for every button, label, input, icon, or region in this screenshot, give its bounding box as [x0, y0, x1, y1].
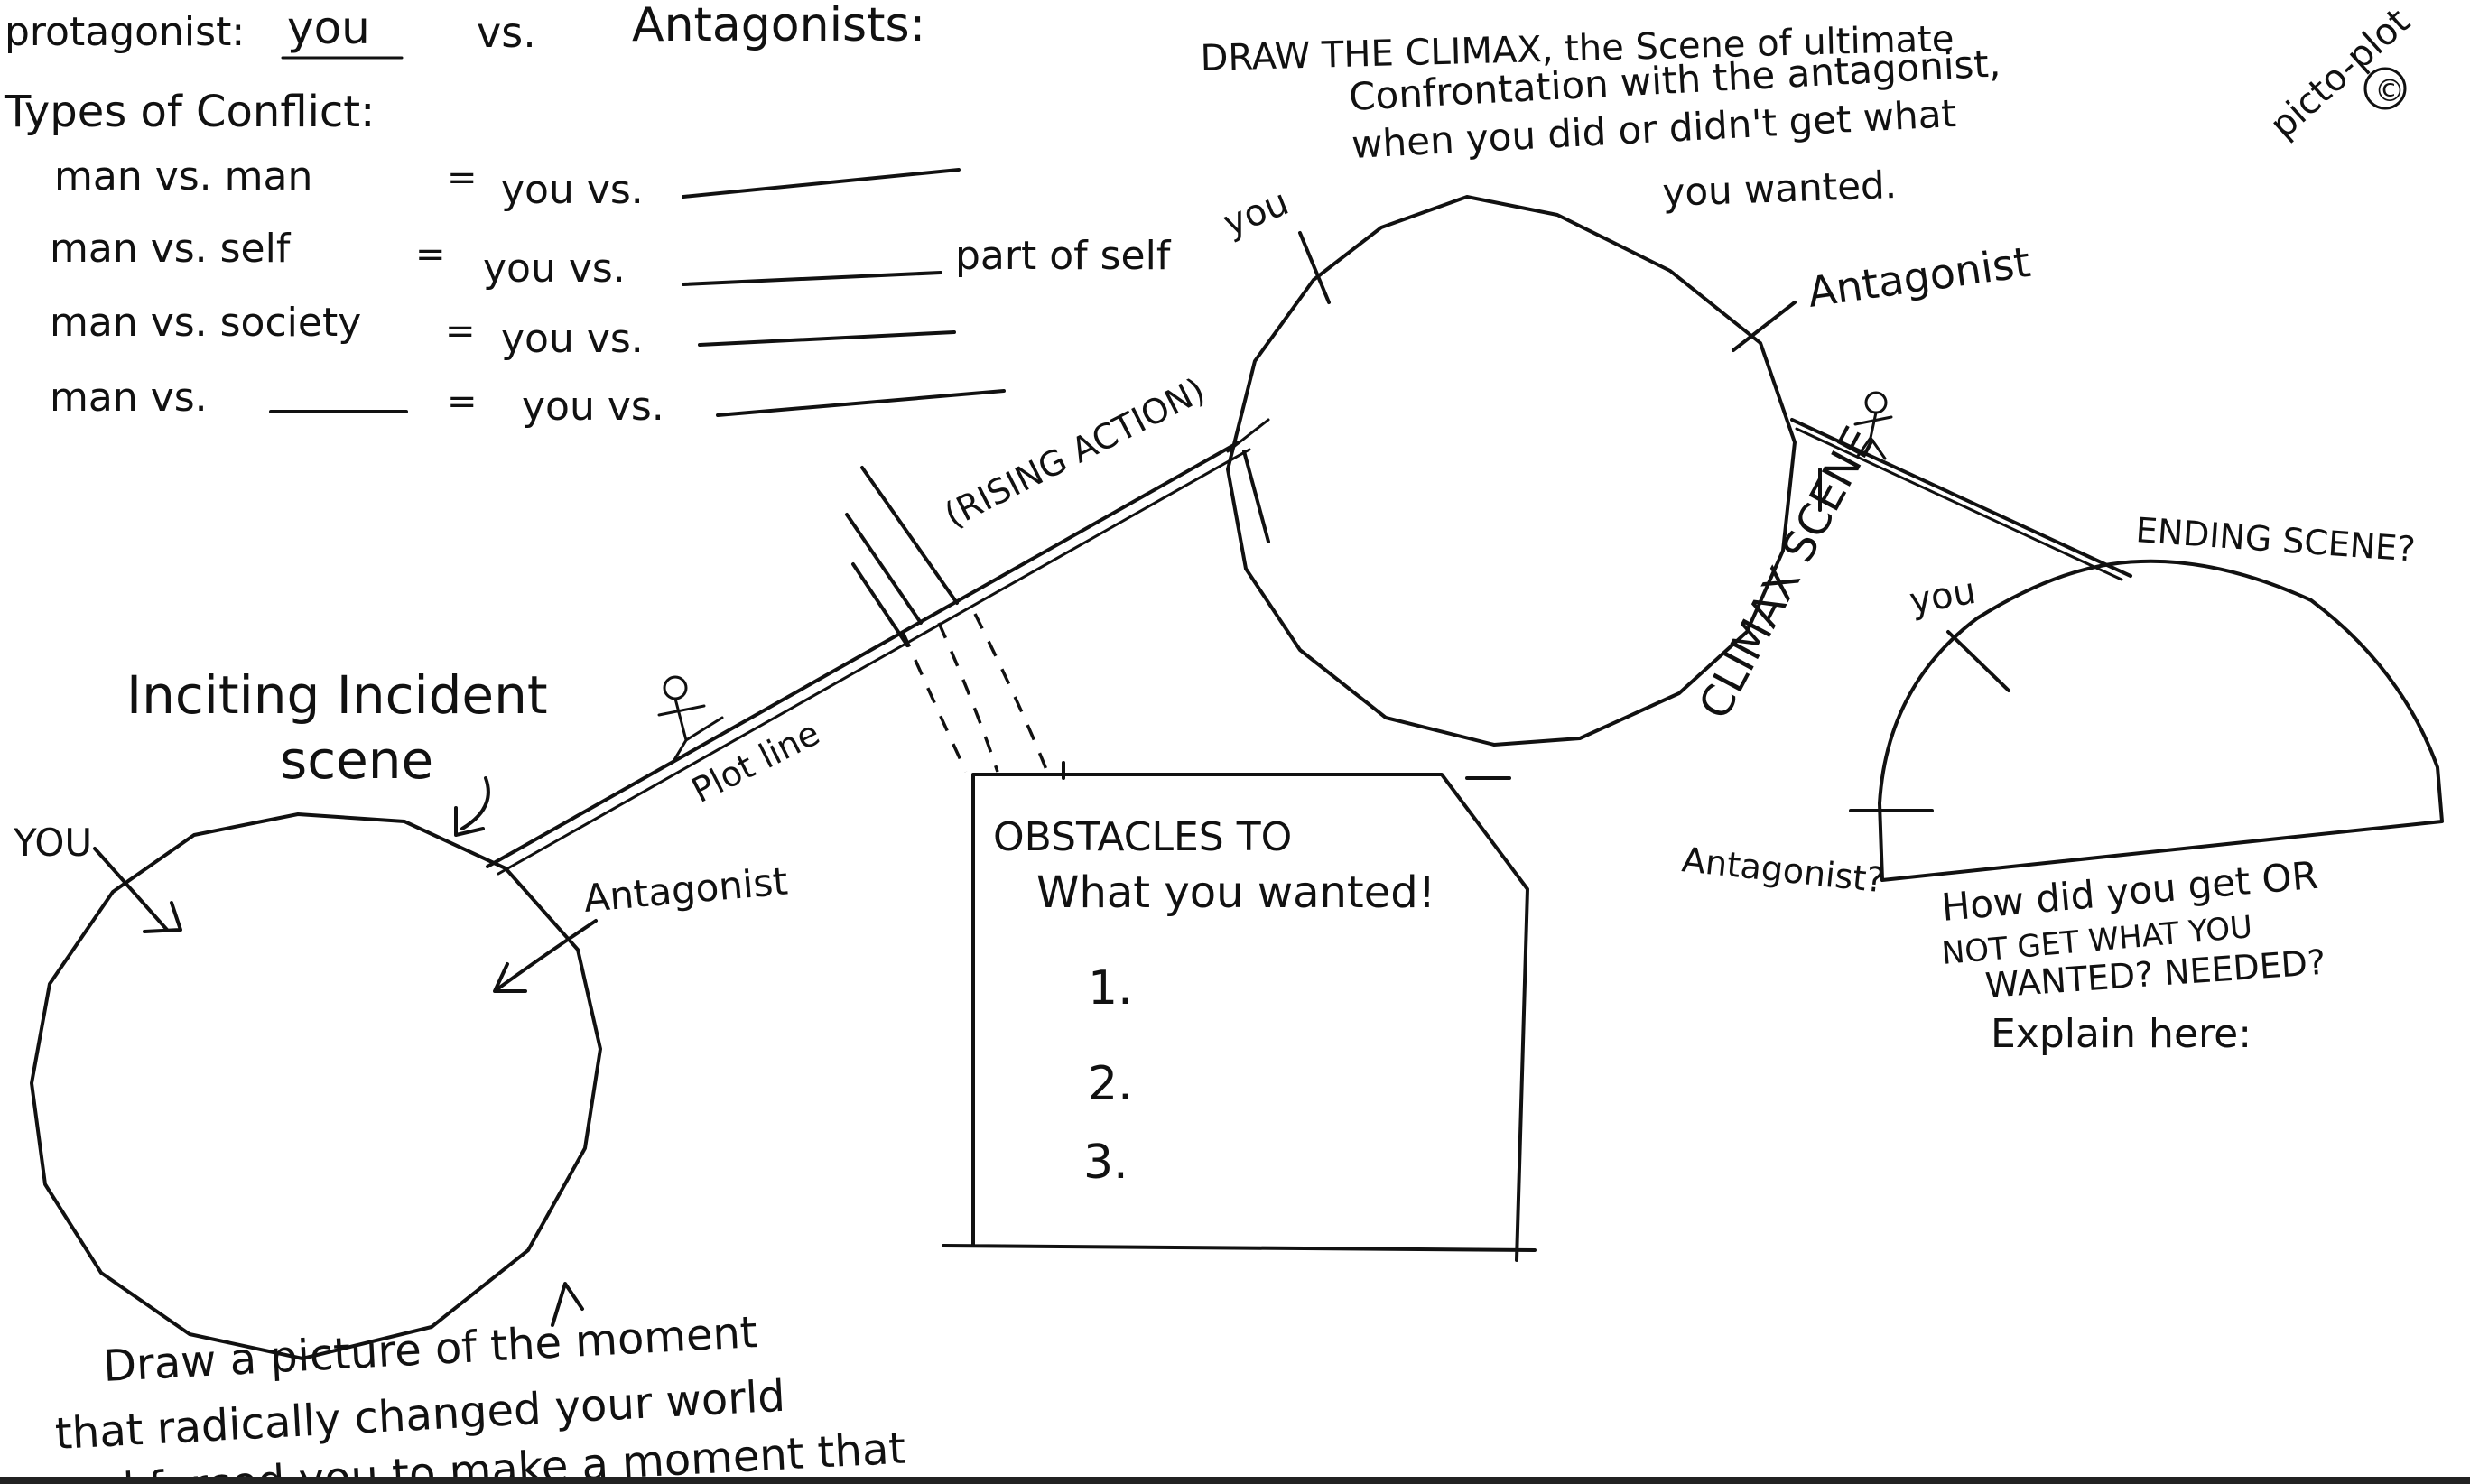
plot-line-shadow: [497, 448, 1251, 876]
conflict-row-3-blank: [698, 330, 956, 347]
ending-antagonist-label: Antagonist?: [1680, 839, 1887, 900]
inciting-incident-circle: [30, 812, 602, 1360]
inciting-arrow-line: [460, 776, 490, 830]
conflict-row-2-note: part of self: [955, 233, 1172, 279]
climax-you-tick: [1298, 231, 1331, 304]
conflict-title: Types of Conflict:: [4, 87, 375, 137]
obstacles-title-line-1: OBSTACLES TO: [993, 814, 1292, 860]
bottom-up-arrow: [551, 1282, 584, 1327]
obstacle-item-1: 1.: [1088, 961, 1133, 1016]
conflict-row-1-blank: [682, 168, 961, 199]
conflict-row-3-eq: =: [445, 311, 476, 352]
climax-antagonist-label: Antagonist: [1805, 237, 2033, 317]
climax-prompt-line-4: you wanted.: [1662, 162, 1898, 215]
header-vs: vs.: [477, 8, 536, 57]
protagonist-value: you: [287, 2, 370, 54]
conflict-row-2-eq: =: [415, 234, 446, 275]
conflict-row-2-left: man vs. self: [50, 226, 292, 272]
obstacle-item-3: 3.: [1083, 1136, 1128, 1190]
antagonist-arrow-line: [497, 919, 598, 990]
protagonist-label: protagonist:: [5, 9, 245, 55]
obstacle-tick-1: [860, 466, 959, 605]
scan-bottom-edge: [0, 1477, 2470, 1484]
antagonists-label: Antagonists:: [632, 0, 925, 52]
climax-scene-circle: [1226, 195, 1797, 747]
antagonist-arrowhead: [493, 962, 527, 993]
conflict-row-2-right: you vs.: [483, 246, 626, 292]
ending-you-label: you: [1907, 570, 1979, 623]
stick-figure-icon: [657, 675, 724, 765]
conflict-row-4-blank: [716, 389, 1006, 417]
conflict-row-3-left: man vs. society: [50, 300, 361, 346]
you-arrow-line: [93, 847, 169, 932]
conflict-row-2-blank: [682, 271, 942, 286]
falling-action-line: [1790, 418, 2132, 578]
ending-scene-label: ENDING SCENE?: [2134, 510, 2416, 570]
obstacles-title-line-2: What you wanted!: [1036, 867, 1435, 918]
inciting-you-label: YOU: [13, 821, 92, 865]
plot-line: [486, 441, 1240, 868]
inciting-arrowhead: [454, 806, 485, 837]
inciting-antagonist-label: Antagonist: [582, 858, 790, 921]
conflict-row-4-eq: =: [447, 381, 478, 422]
you-arrowhead: [143, 901, 182, 933]
obstacle-connector-1: [901, 631, 968, 773]
copyright-circle: [2363, 67, 2407, 110]
climax-scene-label-vertical: CLIMAX SCENE: [1689, 419, 1885, 728]
conflict-row-1-eq: =: [447, 157, 478, 199]
conflict-row-1-left: man vs. man: [54, 153, 312, 199]
copyright-mark: ©: [2374, 73, 2405, 109]
conflict-row-1-right: you vs.: [501, 167, 644, 213]
falling-action-shadow: [1795, 427, 2123, 581]
obstacle-tick-3: [851, 562, 909, 647]
conflict-row-4-right: you vs.: [522, 384, 664, 430]
obstacle-item-2: 2.: [1088, 1057, 1133, 1111]
conflict-row-4-left: man vs.: [50, 375, 208, 421]
obstacles-box: [942, 773, 1537, 1262]
obstacle-tick-2: [845, 513, 923, 625]
inciting-title-line-1: Inciting Incident: [126, 664, 548, 726]
inciting-title-line-2: scene: [280, 729, 433, 791]
climax-circle-tick: [1242, 450, 1270, 543]
ending-scene-half-circle: [1878, 559, 2444, 882]
ending-question-line-1: How did you get OR: [1940, 853, 2320, 930]
obstacle-connector-3: [973, 613, 1049, 773]
ending-you-tick: [1946, 630, 2010, 692]
conflict-row-3-right: you vs.: [501, 316, 644, 362]
climax-antagonist-tick: [1732, 301, 1797, 352]
ending-question-line-4: Explain here:: [1991, 1011, 2252, 1057]
stick-figure-right-icon: [1853, 391, 1893, 460]
climax-you-label: you: [1218, 181, 1295, 245]
